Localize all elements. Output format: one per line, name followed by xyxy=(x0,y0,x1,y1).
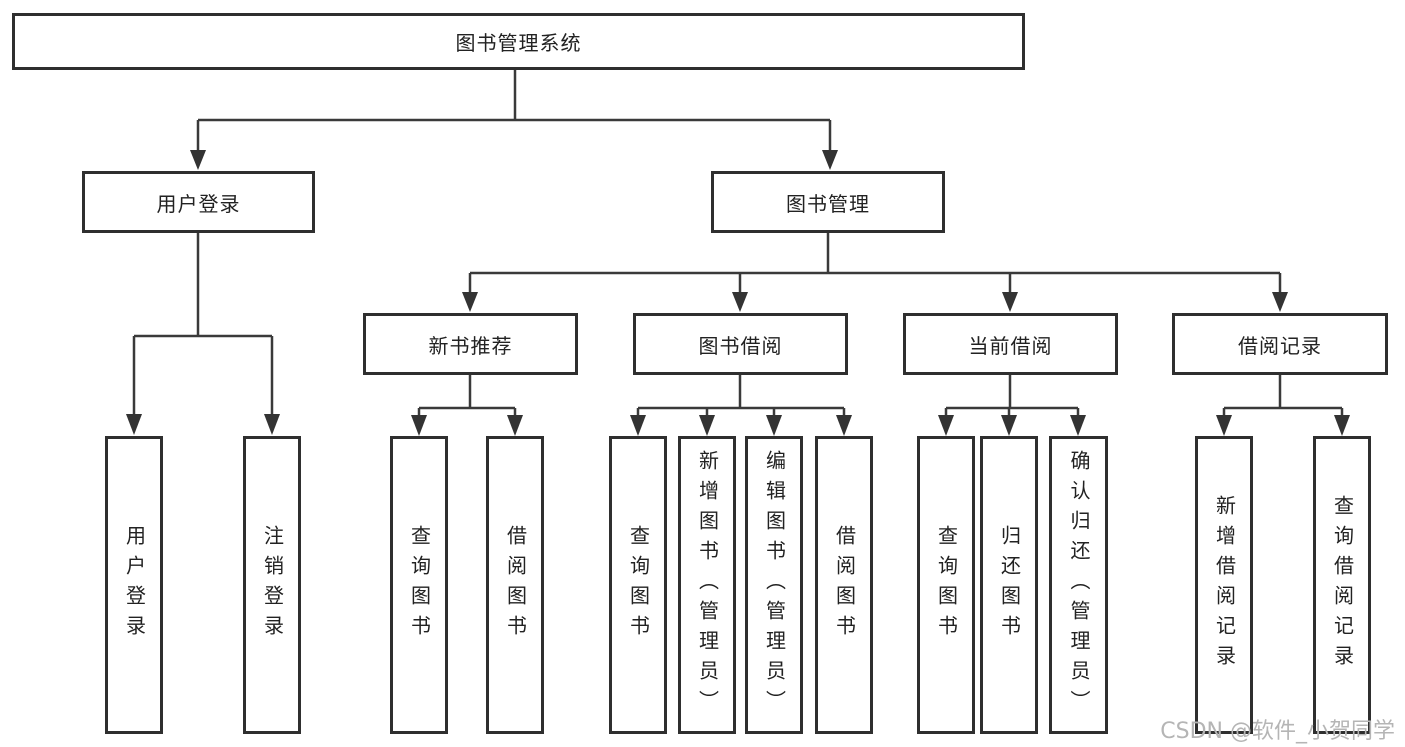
connector-new-book-to-leaves xyxy=(411,375,523,436)
node-label: 借阅记录 xyxy=(1238,333,1322,358)
node-label: 查询图书 xyxy=(626,525,651,645)
node-add-books-admin: 新增图书（管理员） xyxy=(678,436,736,734)
node-query-books: 查询图书 xyxy=(609,436,667,734)
node-label: 查询图书 xyxy=(407,525,432,645)
node-label: 查询借阅记录 xyxy=(1330,495,1355,675)
node-borrow-books: 借阅图书 xyxy=(815,436,873,734)
node-logout: 注销登录 xyxy=(243,436,301,734)
node-label: 查询图书 xyxy=(934,525,959,645)
connector-root-to-level2 xyxy=(190,70,838,170)
node-label: 注销登录 xyxy=(260,525,285,645)
node-label: 当前借阅 xyxy=(968,333,1053,358)
node-borrow-records: 借阅记录 xyxy=(1172,313,1388,375)
connector-user-login-to-leaves xyxy=(126,233,280,435)
node-label: 用户登录 xyxy=(156,191,241,216)
node-library-management-system: 图书管理系统 xyxy=(12,13,1025,70)
node-user-login-leaf: 用户登录 xyxy=(105,436,163,734)
node-label: 图书借阅 xyxy=(698,333,783,358)
node-query-borrow-record: 查询借阅记录 xyxy=(1313,436,1371,734)
node-confirm-return-admin: 确认归还（管理员） xyxy=(1049,436,1108,734)
node-label: 编辑图书（管理员） xyxy=(762,450,787,720)
node-label: 图书管理系统 xyxy=(455,31,582,55)
csdn-watermark: CSDN @软件_小贺同学 xyxy=(1160,719,1395,744)
node-label: 用户登录 xyxy=(122,525,147,645)
node-label: 借阅图书 xyxy=(503,525,528,645)
node-query-books: 查询图书 xyxy=(390,436,448,734)
node-query-books: 查询图书 xyxy=(917,436,975,734)
node-borrow-books: 借阅图书 xyxy=(486,436,544,734)
node-label: 图书管理 xyxy=(786,191,870,216)
node-new-book-recommend: 新书推荐 xyxy=(363,313,578,375)
node-add-borrow-record: 新增借阅记录 xyxy=(1195,436,1253,734)
node-book-borrow: 图书借阅 xyxy=(633,313,848,375)
node-user-login: 用户登录 xyxy=(82,171,315,233)
node-label: 确认归还（管理员） xyxy=(1067,450,1091,720)
node-edit-books-admin: 编辑图书（管理员） xyxy=(745,436,803,734)
connector-borrow-records-to-leaves xyxy=(1216,375,1350,436)
node-label: 借阅图书 xyxy=(832,525,857,645)
connector-book-mgmt-to-level3 xyxy=(462,233,1288,312)
node-book-management: 图书管理 xyxy=(711,171,945,233)
node-label: 新增借阅记录 xyxy=(1212,495,1237,675)
node-label: 新增图书（管理员） xyxy=(695,450,720,720)
connector-current-borrow-to-leaves xyxy=(938,375,1086,436)
node-label: 新书推荐 xyxy=(428,333,513,358)
connector-book-borrow-to-leaves xyxy=(630,375,852,436)
node-current-borrow: 当前借阅 xyxy=(903,313,1118,375)
node-label: 归还图书 xyxy=(997,525,1022,645)
node-return-books: 归还图书 xyxy=(980,436,1038,734)
